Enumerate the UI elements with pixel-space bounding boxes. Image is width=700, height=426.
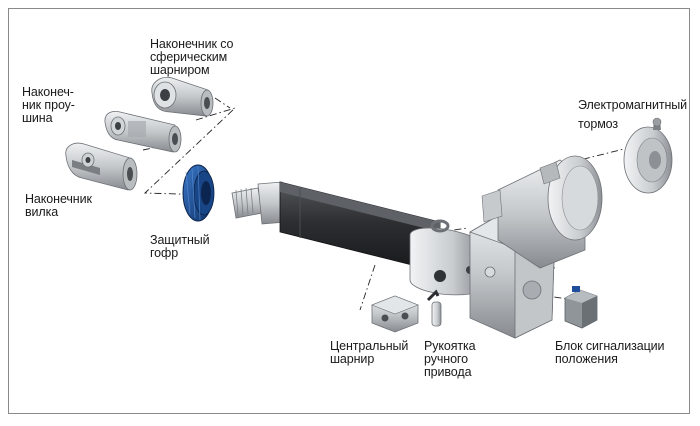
label-hand-crank: Рукоятка ручного привода (424, 339, 476, 379)
threaded-rod (231, 181, 287, 225)
electric-motor (481, 155, 603, 269)
central-joint-block (371, 295, 419, 333)
fork-rod-end (65, 142, 138, 191)
ball-joint-rod-end (151, 76, 214, 117)
eye-rod-end (104, 111, 182, 153)
label-bellows: Защитный гофр (150, 233, 210, 260)
label-position-unit: Блок сигнализации положения (555, 339, 665, 366)
label-brake: Электромагнитный тормоз (578, 98, 688, 131)
hand-crank (426, 289, 442, 327)
label-ball-joint-end: Наконечник со сферическим шарниром (150, 37, 234, 77)
label-central-joint: Центральный шарнир (330, 339, 409, 366)
label-eye-end: Наконеч- ник проу- шина (22, 85, 75, 125)
label-fork-end: Наконечник вилка (25, 192, 92, 219)
position-signalling-block (564, 286, 598, 329)
electromagnetic-brake (623, 117, 673, 194)
protective-bellows (182, 164, 215, 222)
